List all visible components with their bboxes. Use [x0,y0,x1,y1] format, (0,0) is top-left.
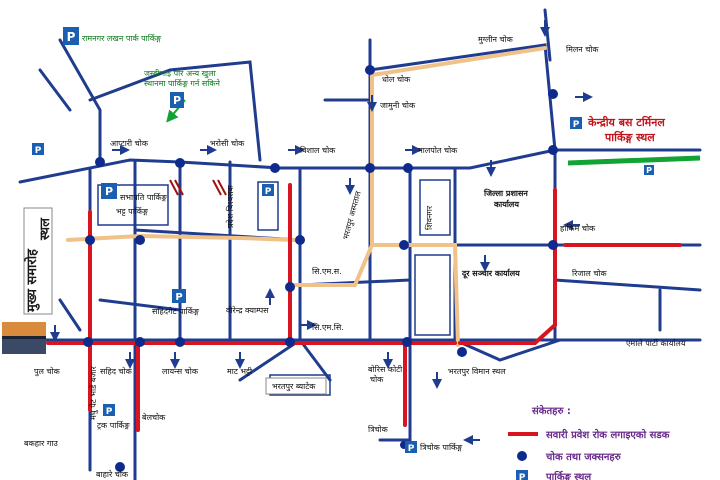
label-baharpur: बाहारे चोक [96,469,129,479]
svg-text:P: P [175,292,182,303]
restricted-roads [46,183,682,432]
label-park-note-1: जस्डीभाइ पौर अन्य खुला [144,68,217,79]
label-boris-kothi: बोरिस कोटी [368,364,403,374]
parking-icon: P [570,117,582,130]
label-kendriya-bus-2: पार्किङ्ग स्थल [604,130,655,144]
legend-title: संकेतहरु : [531,404,571,417]
label-rijal-chowk: रिजाल चोक [572,268,607,278]
label-trishool: त्रिचोक [368,424,389,434]
label-bharosi-chowk: भरोसी चोक [210,138,245,148]
label-hakim-chowk: हाकिम चोक [560,223,596,233]
parking-icon: P [644,165,654,175]
parking-icon: P [262,184,274,197]
parking-icon: P [172,289,186,303]
svg-text:P: P [573,120,580,130]
parking-icon: P [103,404,115,417]
label-pul-chowk: पुल चोक [34,366,61,377]
parking-icon: P [405,441,417,454]
label-dursanchar: दूर सञ्चार कार्यालय [461,268,520,279]
label-sabhapati-parking: सभापति पार्किङ्ग [120,192,168,202]
bharatpur-block-box [265,377,327,395]
label-birendra: वीरेन्द्र क्याम्पस [226,305,269,315]
svg-text:P: P [408,444,415,454]
label-belchowk: बेलचोक [142,412,166,422]
svg-text:P: P [35,146,42,156]
label-kendriya-bus-1: केन्द्रीय बस टर्मिनल [587,115,665,129]
label-madhu: मधु पेट भाडे बजार [88,366,99,420]
label-jilla-1: जिल्ला प्रशासन [483,188,528,198]
label-boris-kothi-2: चोक [370,374,384,384]
label-truck-parking: ट्रक पार्किङ्ग [97,420,131,430]
legend-junction-label: चोक तथा जक्सनहरु [545,450,622,463]
diversion-route [66,46,547,347]
barrier-marks [169,179,227,196]
svg-text:P: P [265,187,272,197]
legend-restricted-label: सवारी प्रवेश रोक लगाइएको सडक [545,428,671,441]
legend-parking-icon: P [519,473,526,480]
label-aaptari-chowk: आप्टारी चोक [110,138,149,148]
label-jilla-2: कार्यालय [493,199,519,209]
label-sahid-chowk: सहिद चोक [100,366,133,376]
label-ramnagar-parking: रामनगर लखन पार्क पार्किङ्ग [82,33,162,43]
label-mat-bhatti: माट भट्टी [227,366,253,376]
label-shivnagar: शिवनगर [424,205,434,230]
green-boundary [567,155,701,166]
label-lions-chowk: लायन्स चोक [162,366,199,376]
label-bharatpur-block: भरतपुर ब्याटेक [272,381,316,392]
event-photo [2,322,46,354]
label-bharatpur-aspatal: भरतपुर अस्पताल [341,190,364,241]
road-network [18,8,702,480]
label-dhol-chowk: धोल चोक [382,74,411,84]
main-event-box [23,207,53,315]
legend-junction-swatch [517,451,527,461]
legend-parking-swatch [516,470,528,480]
parking-icon: P [101,183,117,199]
legend-parking-label: पार्किङ्ग स्थल [545,470,592,480]
parking-icon: P [63,27,79,45]
building-blocks [97,179,451,396]
label-park-note-2: स्थानमा पार्किङ्ग गर्न सकिने [144,78,221,88]
direction-arrows [50,20,593,445]
svg-text:P: P [173,94,181,107]
label-bishal-chowk: विशाल चोक [300,145,336,155]
svg-text:P: P [106,407,113,417]
label-emale: एमाले पार्टी कार्यालय [626,338,686,348]
main-event-label-2: स्थल [38,217,53,241]
label-bimanstal: भरतपुर विमान स्थल [448,366,506,377]
label-bhagat: बकहार गाउ [24,439,58,448]
main-event-label: मुख्य समारोह [24,248,40,313]
parking-icon: P [170,92,184,108]
label-malpot-chowk: मालपोत चोक [418,145,458,155]
label-sahid-parking: सहिदगेट पार्किङ्ग [152,306,200,316]
label-muglin-chowk: मुग्लीन चोक [478,34,514,45]
svg-text:P: P [67,30,76,44]
svg-text:P: P [646,166,652,175]
svg-text:P: P [105,185,113,198]
label-jamuni-chowk: जामुनी चोक [380,100,416,111]
label-trishool-parking: त्रिचोक पार्किङ्ग [420,442,463,452]
parking-icons: P P P P P P P P P P [32,27,654,454]
parking-icon: P [32,143,44,156]
junction-nodes [83,65,558,472]
label-sisa-left: सि.एम.स. [312,266,342,276]
label-narayani-road: प्रदेश विश्वसक [225,184,235,228]
label-bhatt-parking: भट्ट पार्किङ्ग [116,206,149,216]
legend: संकेतहरु : सवारी प्रवेश रोक लगाइएको सडक … [500,400,720,480]
label-milan-chowk: मिलन चोक [566,44,599,54]
label-sisa-right: सि.एम.सि. [312,322,344,332]
